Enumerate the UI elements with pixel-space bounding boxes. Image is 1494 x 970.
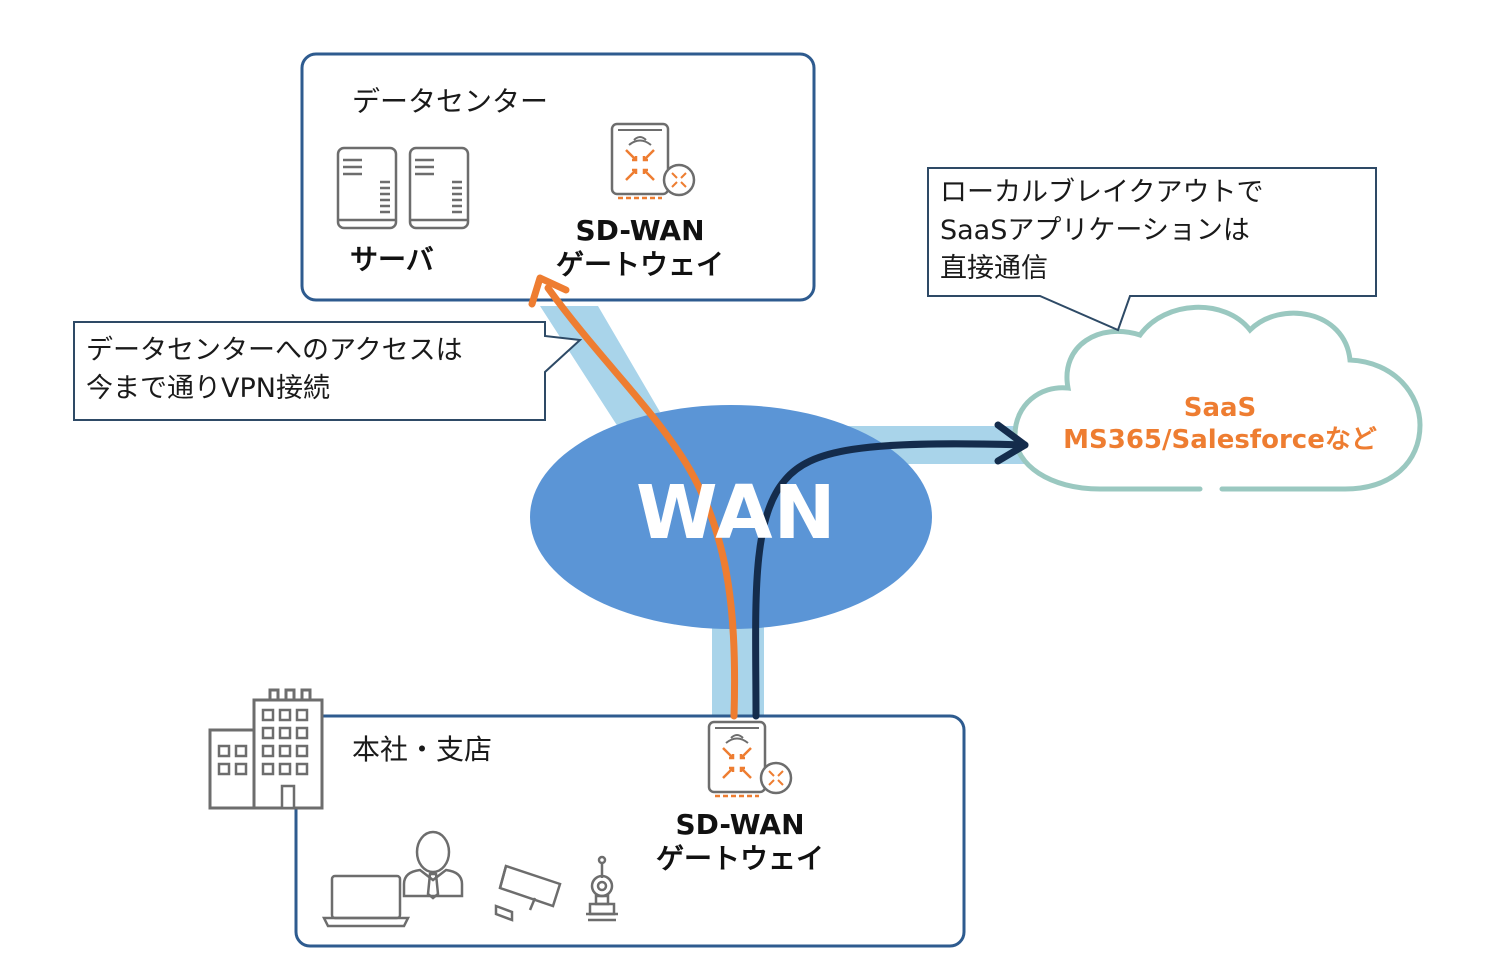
wan-label: WAN [636,470,837,556]
camera-icon [494,864,562,922]
branch-gateway-label-line1: SD-WAN [675,808,805,841]
dc-gateway-label-line2: ゲートウェイ [555,248,724,281]
saas-label-line1: SaaS [1183,393,1257,423]
saas-label-line2: MS365/Salesforceなど [1063,425,1377,455]
callout-vpn-line2: 今まで通りVPN接続 [86,373,330,404]
sdwan-gateway-icon [610,122,696,200]
sdwan-gateway-icon-branch [707,720,793,798]
server-label: サーバ [350,243,434,276]
saas-label: SaaS MS365/Salesforceなど [1030,392,1410,456]
branch-title: 本社・支店 [352,733,493,766]
callout-vpn-text: データセンターへのアクセスは 今まで通りVPN接続 [86,332,463,408]
datacenter-title: データセンター [352,85,549,118]
vpn-arrowhead [528,274,570,308]
saas-cloud [1012,304,1423,492]
callout-breakout-box [927,167,1377,332]
dc-link-band [540,306,660,430]
callout-breakout-line2: SaaSアプリケーションは [940,215,1250,246]
breakout-path-arrow [752,440,1029,720]
callout-vpn-line1: データセンターへのアクセスは [86,335,463,366]
branch-gateway-label-line2: ゲートウェイ [655,842,824,875]
breakout-arrowhead [994,421,1029,465]
callout-breakout-text: ローカルブレイクアウトで SaaSアプリケーションは 直接通信 [940,174,1263,288]
laptop-icon [321,874,411,928]
dc-gateway-label: SD-WAN ゲートウェイ [538,214,742,282]
vpn-path-arrow [544,284,739,720]
wan-ellipse [530,405,932,629]
callout-breakout-line1: ローカルブレイクアウトで [940,177,1264,208]
server-icon [336,146,398,230]
callout-vpn-box [73,321,583,421]
dc-gateway-label-line1: SD-WAN [575,214,705,247]
callout-breakout-line3: 直接通信 [940,253,1048,284]
branch-gateway-label: SD-WAN ゲートウェイ [638,808,842,876]
building-icon [208,688,324,810]
person-icon [402,830,464,900]
server-icon-2 [408,146,470,230]
sensor-icon [586,855,618,922]
